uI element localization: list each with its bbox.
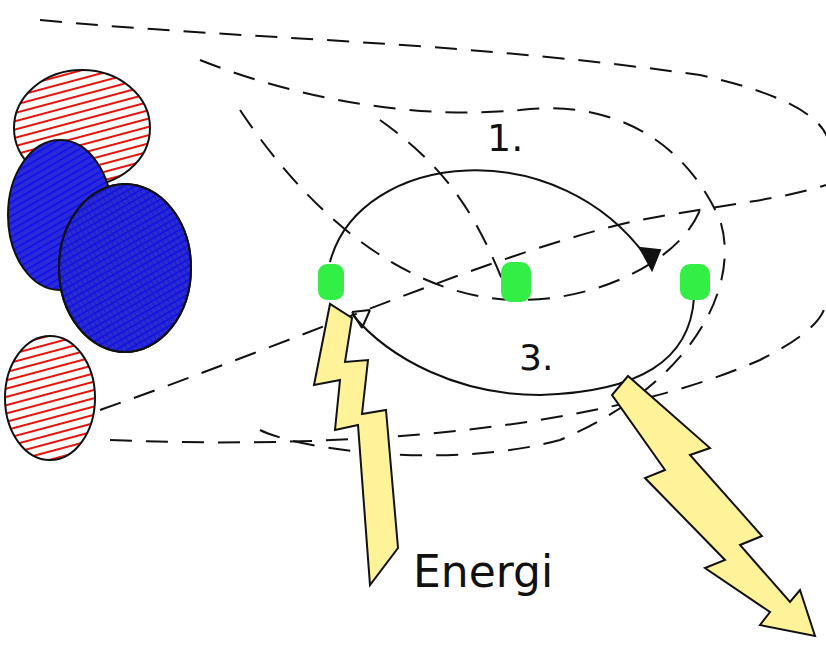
nucleus: [5, 70, 191, 460]
orbit-line: [40, 20, 826, 455]
arrowhead: [640, 248, 660, 270]
energy-bolt: [314, 304, 398, 585]
electron-dot: [318, 262, 710, 302]
energy-bolt: [612, 376, 815, 636]
step-number: 1.: [484, 118, 526, 160]
step-number: 3.: [516, 338, 556, 378]
transition-arc: [330, 170, 694, 395]
energy-label: Energi: [410, 548, 556, 596]
arrowhead: [352, 310, 370, 328]
